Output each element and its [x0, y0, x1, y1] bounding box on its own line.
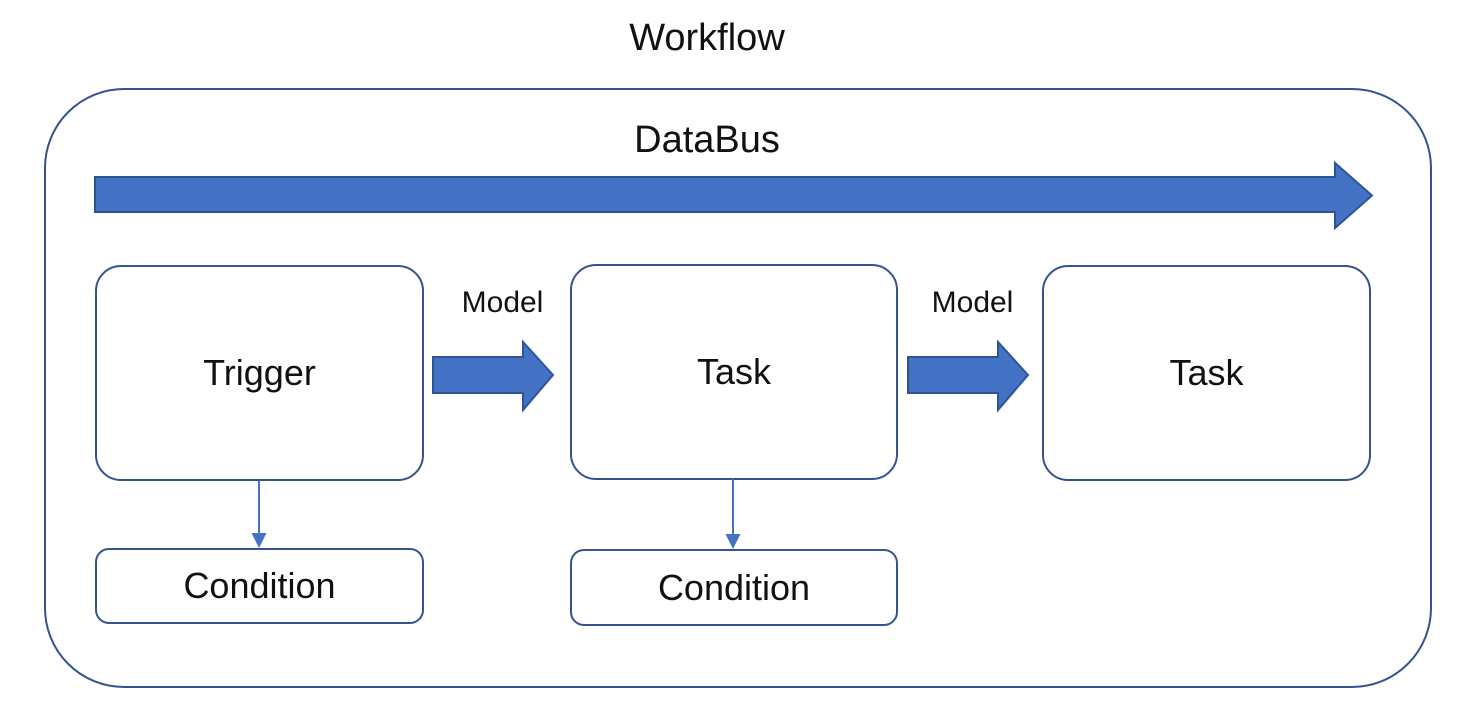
node-trigger: Trigger [95, 265, 424, 481]
databus-label: DataBus [634, 119, 780, 161]
node-condition-2: Condition [570, 549, 898, 626]
workflow-container [44, 88, 1432, 688]
connector-arrow-1-icon [251, 481, 267, 548]
connector-arrow-2-icon [725, 479, 741, 549]
node-condition-1-label: Condition [183, 565, 336, 606]
node-task-2-label: Task [1169, 352, 1244, 393]
node-task-1-label: Task [696, 351, 772, 392]
node-condition-2-label: Condition [657, 566, 811, 608]
model-label-2: Model [931, 286, 1014, 319]
model-arrow-1-icon [432, 339, 555, 413]
model-label-1: Model [461, 286, 544, 319]
node-trigger-label: Trigger [203, 352, 316, 393]
node-condition-1: Condition [95, 548, 424, 624]
model-arrow-2-icon [907, 339, 1030, 413]
node-task-2: Task [1042, 265, 1371, 481]
databus-arrow-icon [94, 160, 1374, 231]
node-task-1: Task [570, 264, 898, 480]
diagram-title: Workflow [629, 17, 785, 59]
